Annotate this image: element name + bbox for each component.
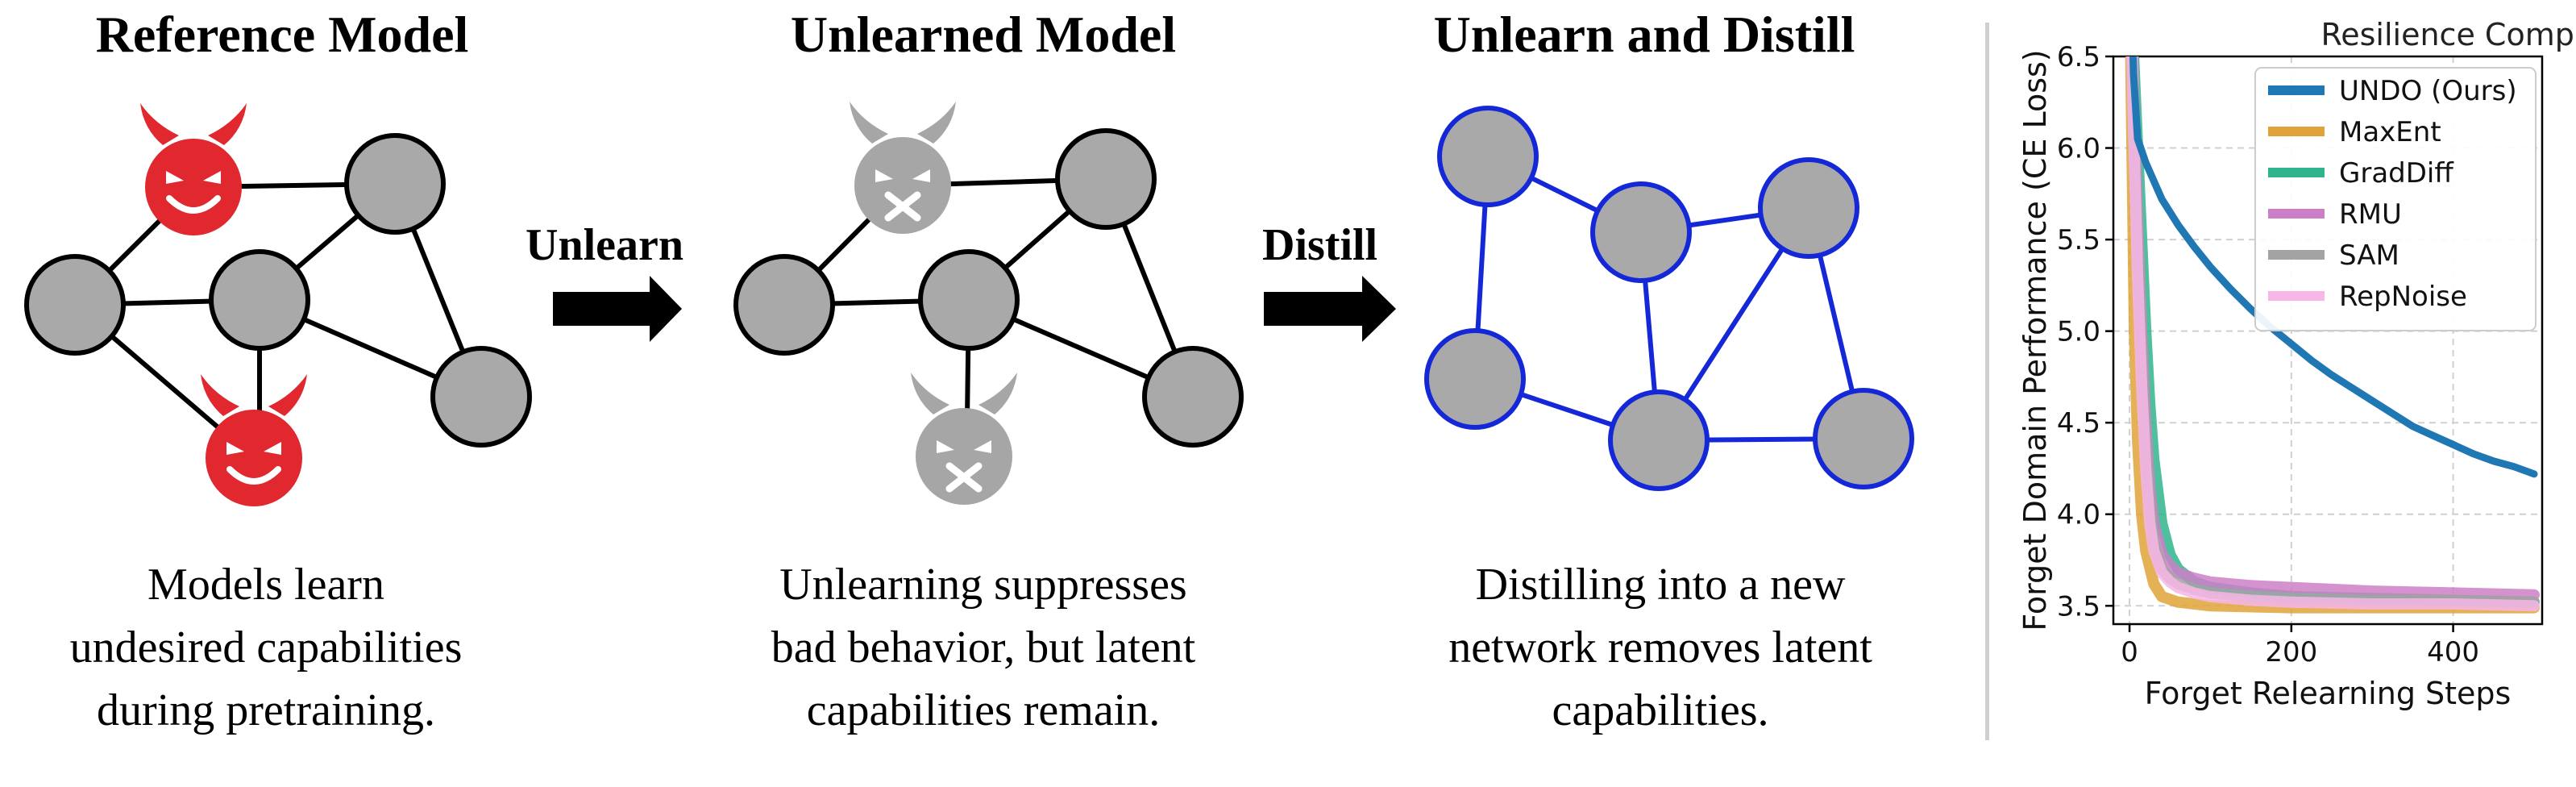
graph-node: [918, 249, 1020, 351]
panel-divider: [1985, 23, 1989, 740]
unlearn-arrow-icon: [553, 276, 682, 342]
y-tick-label: 4.5: [2057, 407, 2100, 439]
x-tick-label: 200: [2265, 636, 2317, 668]
y-axis-label: Forget Domain Performance (CE Loss): [2017, 49, 2053, 631]
distilled-model-graph: [1424, 106, 1914, 491]
y-tick-label: 4.0: [2057, 499, 2100, 531]
graph-node: [1424, 328, 1526, 430]
x-tick-label: 0: [2121, 636, 2138, 668]
legend-label: RMU: [2339, 198, 2402, 231]
y-tick-label: 5.0: [2057, 316, 2100, 348]
plot-frame: [2112, 55, 2544, 626]
graph-node: [209, 249, 310, 351]
panel-title-unlearn-and-distill: Unlearn and Distill: [1433, 6, 1855, 63]
caption-unlearned-model: Unlearning suppresses bad behavior, but …: [771, 560, 1196, 735]
y-tick-label: 6.5: [2057, 41, 2100, 73]
series-line-repnoise: [2126, 56, 2540, 612]
series-line-undo-ours: [2129, 56, 2538, 478]
distill-arrow-label: Distill: [1262, 220, 1378, 270]
graph-node: [24, 254, 126, 356]
reference-model-graph: [24, 133, 532, 460]
graph-node: [1437, 106, 1539, 207]
unlearn-arrow-label: Unlearn: [526, 220, 683, 270]
x-tick-label: 400: [2427, 636, 2479, 668]
legend-label: MaxEnt: [2339, 116, 2441, 148]
distill-arrow-icon: [1264, 276, 1396, 342]
graph-node: [1055, 128, 1157, 230]
legend-box: [2254, 67, 2537, 331]
chart-title: Resilience Comparison: [2321, 17, 2576, 52]
caption-unlearn-and-distill: Distilling into a new network removes la…: [1448, 560, 1872, 735]
x-axis-label: Forget Relearning Steps: [2145, 676, 2512, 711]
panel-title-reference-model: Reference Model: [95, 6, 469, 63]
y-tick-label: 5.5: [2057, 224, 2100, 256]
graph-node: [430, 346, 532, 448]
graph-node: [1758, 157, 1859, 259]
graph-node: [1142, 346, 1244, 448]
legend-label: RepNoise: [2339, 281, 2467, 313]
caption-reference-model: Models learn undesired capabilities duri…: [69, 560, 463, 735]
graph-node: [1813, 388, 1914, 489]
graph-node: [733, 254, 835, 356]
panel-title-unlearned-model: Unlearned Model: [790, 6, 1177, 63]
legend-label: GradDiff: [2339, 157, 2454, 189]
graph-node: [1590, 181, 1692, 283]
legend-label: SAM: [2339, 239, 2399, 272]
graph-node: [344, 133, 446, 235]
legend-label: UNDO (Ours): [2339, 75, 2517, 107]
y-tick-label: 6.0: [2057, 133, 2100, 165]
y-tick-label: 3.5: [2057, 590, 2100, 623]
graph-node: [1608, 389, 1710, 491]
